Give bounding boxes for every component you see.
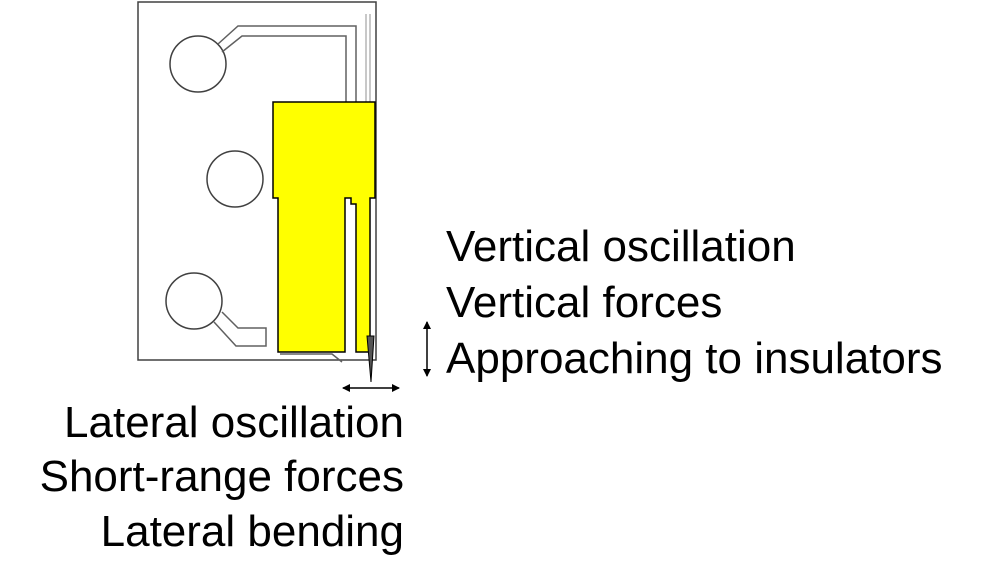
wire-trace-top: [217, 25, 357, 104]
wire-trace-bottom: [213, 311, 267, 347]
board-edge-trace: [280, 353, 343, 363]
lateral-oscillation-label: Lateral oscillation: [64, 398, 404, 447]
vertical-oscillation-label: Vertical oscillation: [446, 222, 796, 271]
quartz-sensor: [272, 101, 376, 353]
vertical-forces-label: Vertical forces: [446, 278, 723, 327]
approaching-insulators-label: Approaching to insulators: [446, 334, 943, 383]
sensing-tip: [366, 335, 375, 383]
lateral-bending-label: Lateral bending: [100, 507, 404, 556]
electrode-pad-top: [169, 35, 227, 93]
short-range-forces-label: Short-range forces: [39, 452, 404, 501]
electrode-pad-middle: [206, 150, 264, 208]
electrode-pad-bottom: [165, 272, 223, 330]
wire-trace-right: [365, 14, 371, 104]
